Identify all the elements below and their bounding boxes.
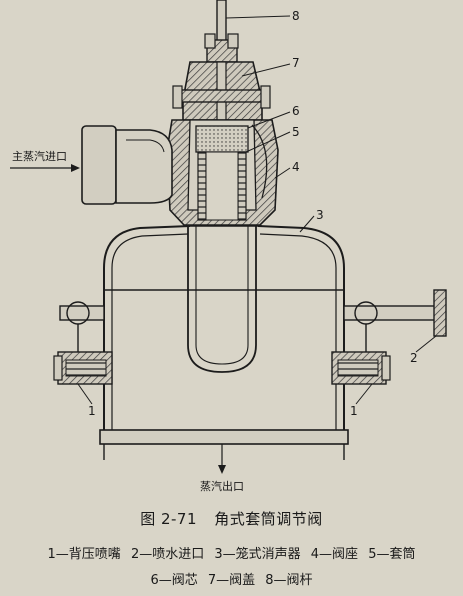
- legend-line-2: 6—阀芯 7—阀盖 8—阀杆: [0, 569, 463, 588]
- water-inlet-pipe: [343, 289, 447, 337]
- callout-1-left: 1: [88, 404, 96, 418]
- nozzle-right: [331, 351, 391, 385]
- legend-item: 4—阀座: [310, 547, 359, 562]
- callout-7: 7: [292, 56, 300, 70]
- callout-8: 8: [292, 9, 300, 23]
- leader-lines: [77, 15, 437, 405]
- legend-item: 1—背压喷嘴: [47, 547, 121, 562]
- inlet-label: 主蒸汽进口: [12, 149, 67, 163]
- callout-5: 5: [292, 125, 300, 139]
- valve-bonnet: [172, 33, 271, 121]
- callout-3: 3: [316, 208, 324, 222]
- legend-item: 2—喷水进口: [130, 547, 205, 562]
- spray-pipe-left: [59, 301, 105, 352]
- callout-2: 2: [410, 351, 418, 365]
- legend-item: 5—套筒: [368, 547, 416, 562]
- legend-item: 8—阀杆: [265, 573, 313, 588]
- muffler-housing: [103, 225, 345, 440]
- spray-pipe-right: [354, 301, 378, 352]
- figure-title: 角式套筒调节阀: [214, 510, 323, 528]
- inlet-arrow-head: [71, 164, 80, 172]
- valve-diagram: 主蒸汽进口: [10, 0, 447, 493]
- legend-item: 7—阀盖: [207, 573, 256, 588]
- callout-4: 4: [292, 160, 300, 174]
- outlet-arrow-head: [218, 465, 226, 474]
- nozzle-left: [53, 351, 113, 385]
- legend-item: 6—阀芯: [150, 573, 198, 588]
- callout-1-right: 1: [350, 404, 358, 418]
- callout-6: 6: [292, 104, 300, 118]
- cage-muffler: [184, 225, 262, 373]
- figure-number: 图 2-71: [140, 510, 197, 528]
- callout-labels: 8 7 6 5 4 3 2 1 1: [88, 9, 418, 418]
- outlet-label: 蒸汽出口: [200, 479, 244, 493]
- legend-line-1: 1—背压喷嘴 2—喷水进口 3—笼式消声器 4—阀座 5—套筒: [0, 543, 463, 562]
- figure-caption: 图 2-71 角式套筒调节阀: [0, 508, 463, 529]
- legend-item: 3—笼式消声器: [214, 547, 301, 562]
- sleeve-and-plug: [195, 125, 249, 221]
- steam-inlet-pipe: [81, 125, 173, 205]
- steam-outlet: [99, 429, 349, 460]
